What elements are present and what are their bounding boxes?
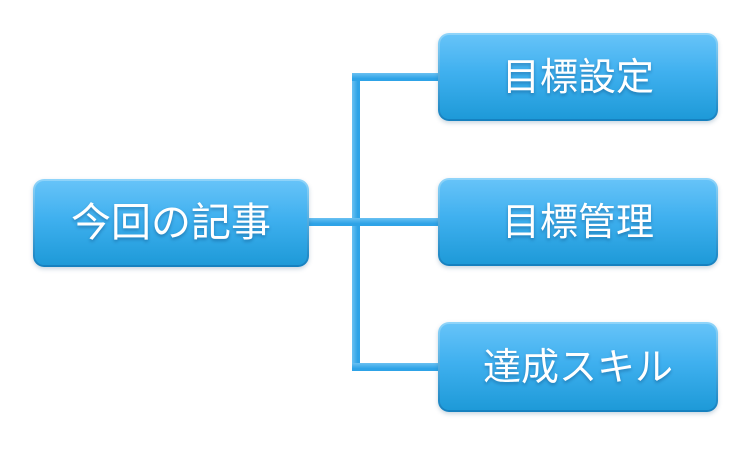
node-child-goal-management-surface: 目標管理 bbox=[440, 180, 716, 264]
connector-branch-bottom bbox=[352, 363, 440, 371]
node-child-achievement-skill: 達成スキル bbox=[438, 322, 718, 412]
node-root-surface: 今回の記事 bbox=[35, 181, 307, 265]
node-child-goal-setting-surface: 目標設定 bbox=[440, 35, 716, 119]
node-child-achievement-skill-label: 達成スキル bbox=[482, 345, 673, 389]
node-root: 今回の記事 bbox=[33, 179, 309, 267]
node-child-goal-setting: 目標設定 bbox=[438, 33, 718, 121]
node-child-achievement-skill-surface: 達成スキル bbox=[440, 324, 716, 410]
node-child-goal-management: 目標管理 bbox=[438, 178, 718, 266]
node-child-goal-management-label: 目標管理 bbox=[501, 200, 654, 244]
node-child-goal-setting-label: 目標設定 bbox=[501, 55, 654, 99]
connector-branch-middle bbox=[306, 218, 440, 226]
node-root-label: 今回の記事 bbox=[71, 200, 271, 246]
connector-branch-top bbox=[352, 73, 440, 81]
